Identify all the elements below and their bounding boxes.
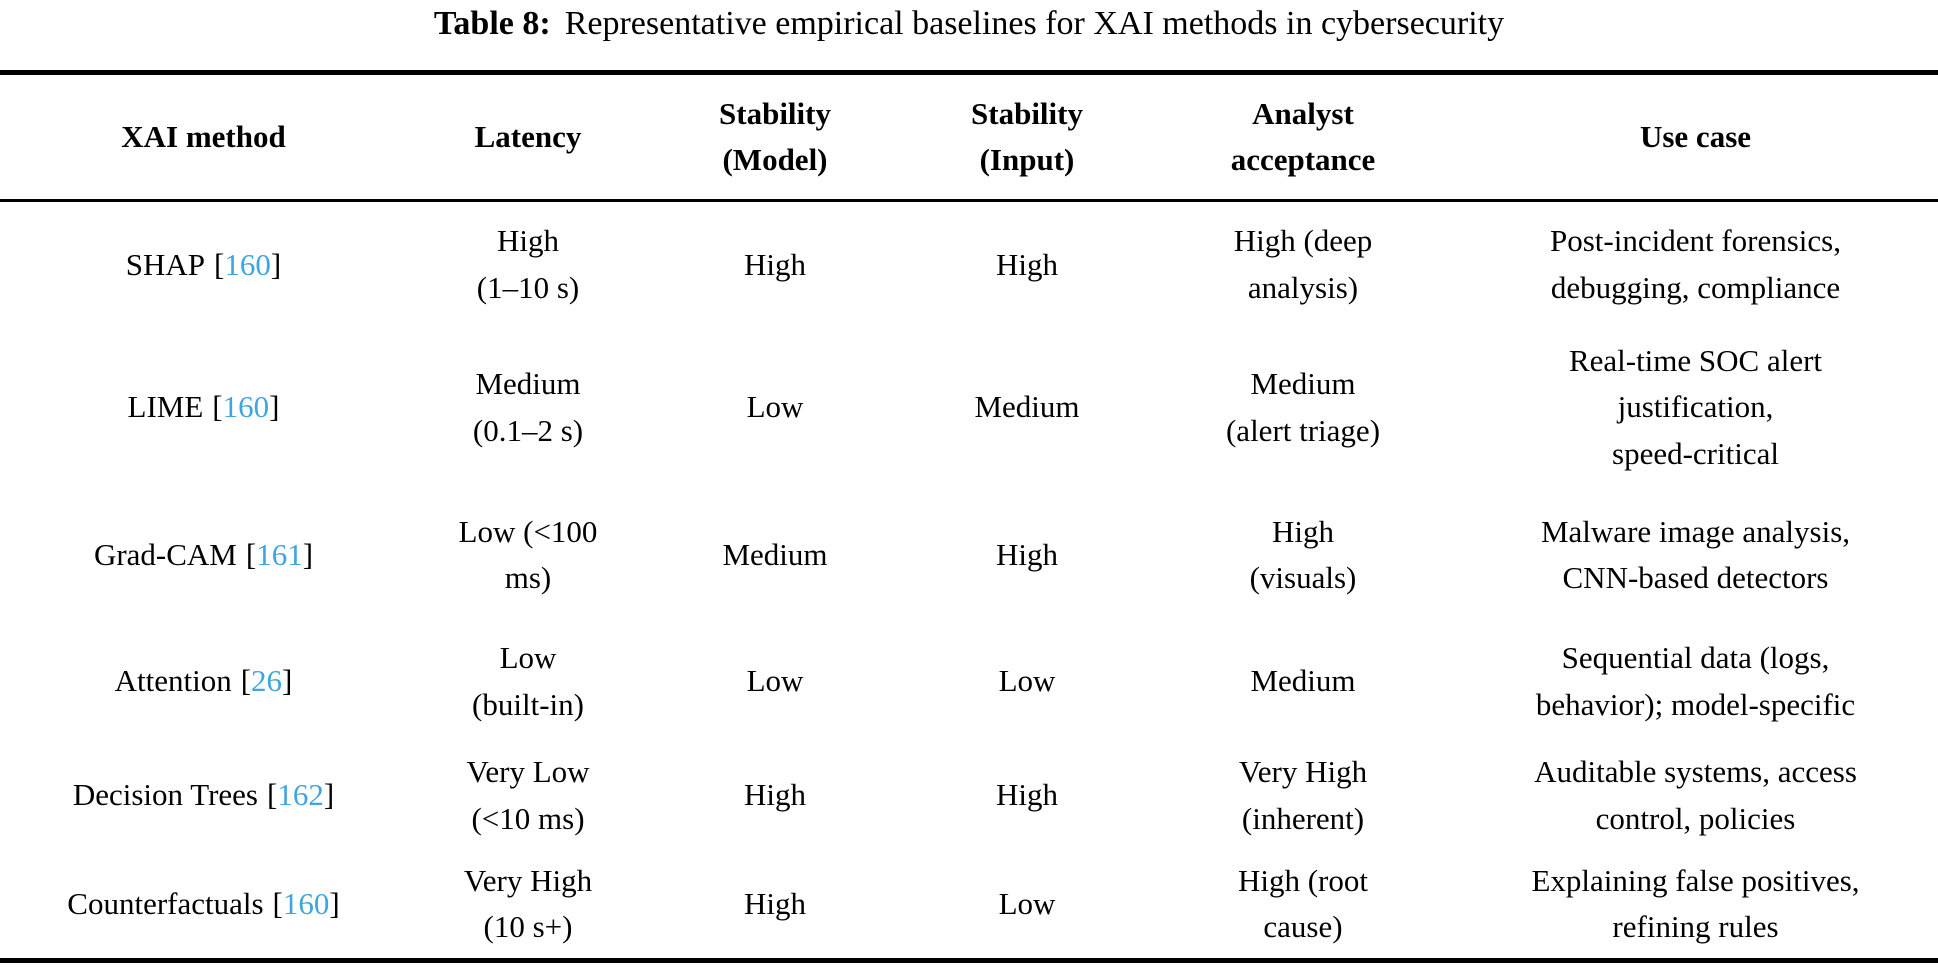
column-header-analyst-acceptance: Analyst acceptance	[1153, 72, 1453, 202]
citation-bracket-close: ]	[329, 886, 340, 921]
citation-bracket-open: [	[272, 886, 283, 921]
cell-stability-model: Low	[746, 389, 804, 425]
table-caption: Table 8: Representative empirical baselin…	[0, 2, 1938, 46]
citation-bracket-close: ]	[270, 246, 282, 282]
column-header-stability-input: Stability (Input)	[901, 72, 1153, 202]
cell-stability-input: Low	[998, 663, 1056, 699]
citation-bracket-open: [	[212, 389, 223, 425]
cell-latency: Very Low (<10 ms)	[466, 754, 590, 836]
cell-latency: Low (<100 ms)	[458, 513, 598, 596]
cell-use-case: Explaining false positives, refining rul…	[1531, 862, 1860, 945]
cell-stability-input: Low	[998, 886, 1056, 921]
column-header-use-case: Use case	[1453, 72, 1938, 202]
cell-latency: Low (built-in)	[472, 640, 584, 722]
method-name: Counterfactuals	[67, 886, 264, 921]
table-row-lime: LIME[160] Medium (0.1–2 s) Low Medium Medium…	[0, 328, 1938, 488]
cell-method: Decision Trees[162]	[0, 741, 407, 851]
column-header-latency: Latency	[407, 72, 649, 202]
cell-analyst-acceptance: Medium	[1250, 663, 1356, 699]
table-row-decision-trees: Decision Trees[162] Very Low (<10 ms) High…	[0, 741, 1938, 851]
method-name: Attention	[114, 663, 232, 699]
cell-latency: Very High (10 s+)	[463, 862, 593, 945]
column-header-xai-method: XAI method	[0, 72, 407, 202]
table-caption-label: Table 8:	[433, 5, 551, 42]
cell-stability-model: High	[744, 246, 806, 282]
citation-link[interactable]: 160	[224, 246, 271, 282]
cell-stability-input: High	[996, 536, 1058, 572]
citation-bracket-close: ]	[302, 536, 314, 572]
citation-link[interactable]: 26	[251, 663, 283, 699]
cell-use-case: Malware image analysis, CNN-based detect…	[1540, 513, 1851, 596]
cell-analyst-acceptance: Medium (alert triage)	[1225, 366, 1381, 448]
cell-method: Counterfactuals[160]	[0, 851, 407, 961]
citation-bracket-open: [	[240, 663, 252, 699]
cell-stability-model: Medium	[722, 536, 828, 572]
table-row-shap: SHAP[160] High (1–10 s) High High High (deep…	[0, 201, 1938, 328]
cell-stability-model: High	[744, 777, 806, 813]
method-name: LIME	[127, 389, 204, 425]
cell-analyst-acceptance: Very High (inherent)	[1238, 754, 1368, 836]
table-row-grad-cam: Grad-CAM[161] Low (<100 ms) Medium High High…	[0, 488, 1938, 623]
citation-bracket-close: ]	[269, 389, 280, 425]
cell-use-case: Real-time SOC alert justification, speed…	[1568, 342, 1823, 471]
cell-use-case: Post-incident forensics, debugging, comp…	[1549, 223, 1841, 305]
citation-bracket-close: ]	[282, 663, 293, 699]
citation-bracket-open: [	[266, 777, 278, 813]
citation-link[interactable]: 162	[277, 777, 324, 813]
cell-stability-input: High	[996, 777, 1058, 813]
cell-analyst-acceptance: High (root cause)	[1237, 862, 1368, 945]
cell-method: SHAP[160]	[0, 201, 407, 328]
column-header-stability-model: Stability (Model)	[649, 72, 901, 202]
citation-bracket-close: ]	[323, 777, 335, 813]
cell-method: Grad-CAM[161]	[0, 488, 407, 623]
table-row-counterfactuals: Counterfactuals[160] Very High (10 s+) Hig…	[0, 851, 1938, 961]
table-row-attention: Attention[26] Low (built-in) Low Low Medium S…	[0, 623, 1938, 741]
cell-latency: High (1–10 s)	[476, 223, 580, 305]
method-name: SHAP	[125, 246, 206, 282]
cell-stability-input: High	[996, 246, 1058, 282]
cell-latency: Medium (0.1–2 s)	[472, 366, 584, 448]
cell-stability-input: Medium	[974, 389, 1080, 425]
cell-analyst-acceptance: High (visuals)	[1249, 513, 1357, 596]
cell-use-case: Auditable systems, access control, polic…	[1534, 754, 1857, 836]
cell-method: LIME[160]	[0, 328, 407, 488]
citation-link[interactable]: 161	[256, 536, 303, 572]
cell-stability-model: High	[744, 886, 806, 921]
cell-method: Attention[26]	[0, 623, 407, 741]
cell-stability-model: Low	[746, 663, 804, 699]
citation-bracket-open: [	[245, 536, 257, 572]
citation-link[interactable]: 160	[282, 886, 330, 921]
table-caption-text: Representative empirical baselines for X…	[564, 5, 1505, 42]
cell-use-case: Sequential data (logs, behavior); model-…	[1535, 640, 1856, 722]
citation-link[interactable]: 160	[222, 389, 270, 425]
method-name: Grad-CAM	[93, 536, 237, 572]
cell-analyst-acceptance: High (deep analysis)	[1233, 223, 1373, 305]
citation-bracket-open: [	[214, 246, 225, 282]
method-name: Decision Trees	[72, 777, 258, 813]
